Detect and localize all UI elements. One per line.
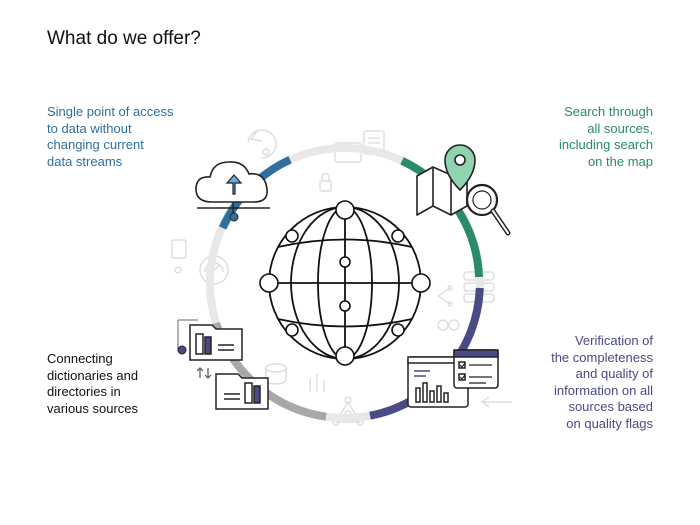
- caption-line: all sources,: [587, 120, 653, 136]
- caption-line: Search through: [564, 104, 653, 119]
- caption-line: and quality of: [575, 366, 653, 381]
- caption-line: directories in: [47, 384, 121, 399]
- caption-line: sources based: [568, 399, 653, 414]
- feature-verification-caption: Verification of the completeness and qua…: [551, 333, 653, 432]
- network-nodes-icon: [334, 400, 362, 423]
- caption-line: the completeness: [551, 349, 653, 365]
- arrow-left-icon: [480, 396, 512, 408]
- access-connector-dot: [229, 212, 239, 222]
- page-title: What do we offer?: [47, 28, 201, 49]
- folder-documents-icon: [177, 319, 269, 410]
- globe-network-icon: [259, 200, 431, 366]
- lock-icon: [319, 180, 332, 192]
- caption-line: on quality flags: [566, 415, 653, 431]
- caption-line: Verification of: [574, 333, 653, 348]
- feature-connecting-caption: Connecting dictionaries and directories …: [47, 351, 138, 417]
- caption-line: Single point of access: [47, 104, 174, 119]
- caption-line: Connecting: [47, 351, 113, 366]
- map-pin-search-icon: [416, 144, 511, 236]
- refresh-arrow-icon: [247, 129, 277, 159]
- caption-line: on the map: [587, 153, 653, 169]
- feature-access-caption: Single point of access to data without c…: [47, 104, 173, 170]
- caption-line: information on all: [554, 382, 653, 398]
- caption-line: various sources: [47, 400, 139, 416]
- dashboard-checklist-icon: [407, 349, 499, 408]
- document-icon: [171, 239, 187, 259]
- caption-line: dictionaries and: [47, 367, 139, 383]
- share-icon: [437, 287, 451, 305]
- cloud-upload-icon: [195, 161, 270, 222]
- caption-line: data streams: [47, 153, 123, 169]
- feature-search-caption: Search through all sources, including se…: [559, 104, 653, 170]
- caption-line: changing current: [47, 137, 144, 152]
- caption-line: to data without: [47, 120, 132, 136]
- caption-line: including search: [559, 137, 653, 152]
